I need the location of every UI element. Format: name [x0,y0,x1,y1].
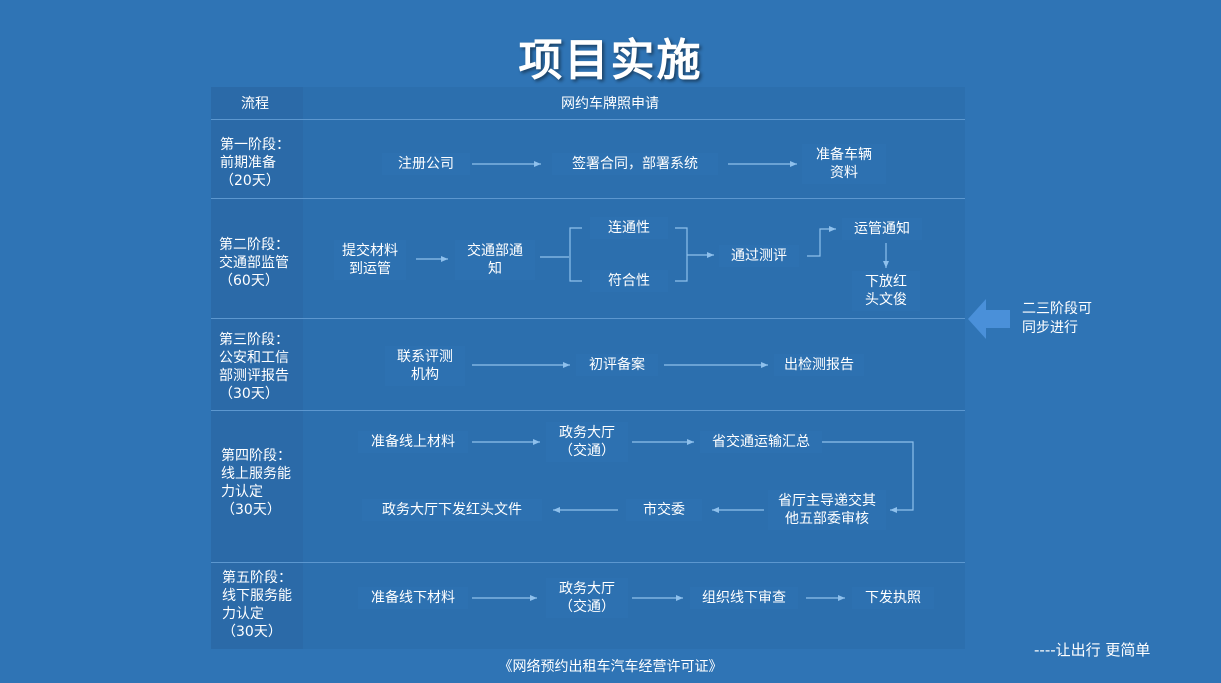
bracket-right [675,227,688,282]
arrow-connector [818,441,914,513]
node-ministry-review: 省厅主导递交其 他五部委审核 [768,490,886,530]
node-sign-contract: 签署合同，部署系统 [552,153,718,175]
stage-5-label: 第五阶段： 线下服务能 力认定 （30天） [222,570,292,640]
node-government-hall-offline: 政务大厅 （交通） [546,578,628,618]
node-offline-inspection: 组织线下审查 [690,587,798,609]
node-online-materials: 准备线上材料 [358,431,468,453]
node-compliance: 符合性 [590,270,668,292]
node-government-hall: 政务大厅 （交通） [546,422,628,462]
stage-3-label: 第三阶段： 公安和工信 部测评报告 （30天） [219,332,289,402]
page-title: 项目实施 [518,35,703,86]
row-divider [211,410,965,411]
row-divider [211,119,965,120]
bracket-left [569,227,582,282]
node-prepare-vehicle: 准备车辆 资料 [802,144,886,184]
node-pass-evaluation: 通过测评 [719,245,799,267]
tagline: ----让出行 更简单 [1034,641,1151,659]
node-issue-license: 下发执照 [852,587,934,609]
stage-column [211,87,303,649]
left-arrow-icon [968,299,1010,339]
node-submit-materials: 提交材料 到运管 [334,240,406,280]
stage-4-label: 第四阶段： 线上服务能 力认定 （30天） [221,448,291,518]
header-application: 网约车牌照申请 [561,96,659,112]
node-contact-agency: 联系评测 机构 [385,346,465,386]
node-transport-notice: 交通部通 知 [455,240,535,280]
side-note: 二三阶段可 同步进行 [1022,301,1092,336]
row-divider [211,318,965,319]
node-offline-materials: 准备线下材料 [358,587,468,609]
node-transport-notify: 运管通知 [842,218,922,240]
node-initial-filing: 初评备案 [576,354,658,376]
node-issue-red-document: 政务大厅下发红头文件 [362,499,542,521]
stage-1-label: 第一阶段： 前期准备 （20天） [220,137,290,189]
stage-2-label: 第二阶段： 交通部监管 （60天） [219,237,289,289]
node-test-report: 出检测报告 [774,354,864,376]
arrow-connector [807,226,836,257]
row-divider [211,562,965,563]
node-issue-document: 下放红 头文俊 [852,271,920,311]
node-city-commission: 市交委 [626,499,702,521]
node-register-company: 注册公司 [382,153,470,175]
header-process: 流程 [241,96,269,112]
row-divider [211,198,965,199]
footer-title: 《网络预约出租车汽车经营许可证》 [498,659,723,675]
node-province-summary: 省交通运输汇总 [700,431,822,453]
node-connectivity: 连通性 [590,217,668,239]
